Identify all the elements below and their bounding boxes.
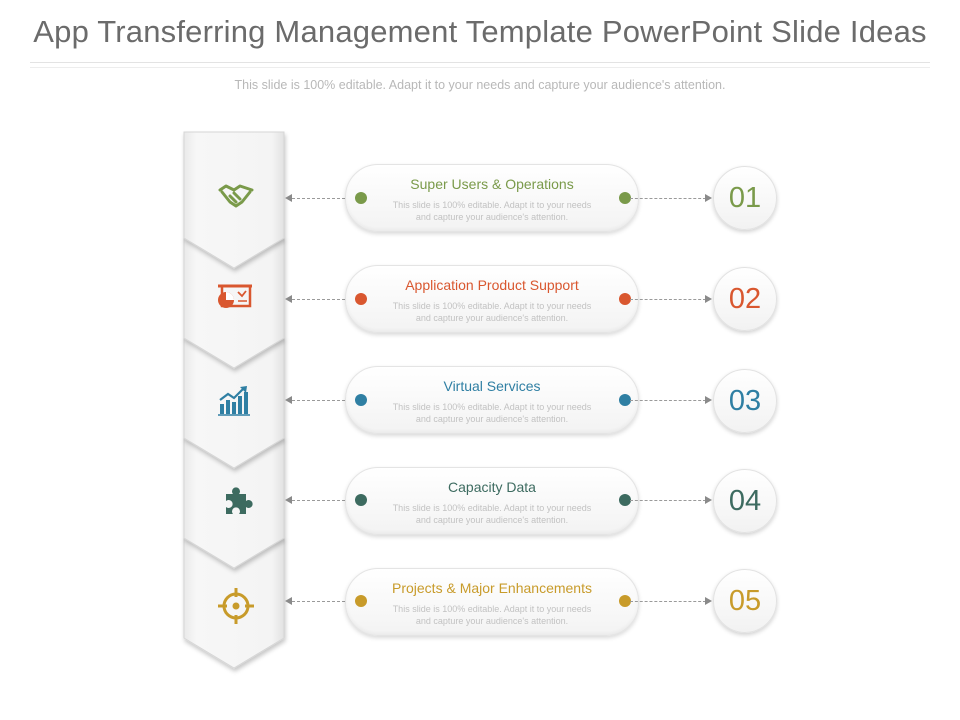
item-pill-2: Application Product Support This slide i…: [345, 265, 639, 333]
item-description-5: This slide is 100% editable. Adapt it to…: [392, 604, 592, 626]
puzzle-piece-icon: [216, 482, 256, 522]
connector-right-1: [630, 198, 706, 199]
connector-right-5: [630, 601, 706, 602]
connector-dot-right-4: [619, 494, 631, 506]
connector-dot-left-3: [355, 394, 367, 406]
arrow-head-left-5: [285, 597, 292, 605]
connector-left-4: [292, 500, 360, 501]
step-number-1: 01: [713, 166, 777, 230]
target-crosshair-icon: [216, 586, 256, 626]
step-number-4: 04: [713, 469, 777, 533]
connector-dot-right-5: [619, 595, 631, 607]
connector-dot-left-1: [355, 192, 367, 204]
slide-subtitle: This slide is 100% editable. Adapt it to…: [234, 78, 726, 92]
item-description-1: This slide is 100% editable. Adapt it to…: [392, 200, 592, 222]
arrow-head-right-2: [705, 295, 712, 303]
connector-right-4: [630, 500, 706, 501]
item-title-5: Projects & Major Enhancements: [392, 580, 592, 596]
arrow-head-left-3: [285, 396, 292, 404]
growth-chart-icon: [214, 380, 254, 420]
connector-dot-left-2: [355, 293, 367, 305]
connector-dot-right-1: [619, 192, 631, 204]
handshake-icon: [216, 176, 256, 216]
item-title-4: Capacity Data: [448, 479, 536, 495]
item-pill-1: Super Users & Operations This slide is 1…: [345, 164, 639, 232]
connector-left-1: [292, 198, 360, 199]
item-title-3: Virtual Services: [443, 378, 541, 394]
connector-left-5: [292, 601, 360, 602]
connector-left-3: [292, 400, 360, 401]
presentation-board-icon: [214, 278, 254, 318]
connector-dot-right-2: [619, 293, 631, 305]
item-pill-3: Virtual Services This slide is 100% edit…: [345, 366, 639, 434]
arrow-head-right-1: [705, 194, 712, 202]
item-description-3: This slide is 100% editable. Adapt it to…: [392, 402, 592, 424]
item-title-2: Application Product Support: [405, 277, 579, 293]
connector-left-2: [292, 299, 360, 300]
arrow-head-left-4: [285, 496, 292, 504]
item-description-4: This slide is 100% editable. Adapt it to…: [392, 503, 592, 525]
item-pill-4: Capacity Data This slide is 100% editabl…: [345, 467, 639, 535]
title-divider: [30, 62, 930, 68]
arrow-head-left-1: [285, 194, 292, 202]
connector-dot-left-4: [355, 494, 367, 506]
arrow-head-right-3: [705, 396, 712, 404]
item-pill-5: Projects & Major Enhancements This slide…: [345, 568, 639, 636]
step-number-3: 03: [713, 369, 777, 433]
connector-dot-left-5: [355, 595, 367, 607]
slide-title: App Transferring Management Template Pow…: [33, 14, 927, 49]
connector-right-3: [630, 400, 706, 401]
item-description-2: This slide is 100% editable. Adapt it to…: [392, 301, 592, 323]
step-number-5: 05: [713, 569, 777, 633]
arrow-head-left-2: [285, 295, 292, 303]
connector-right-2: [630, 299, 706, 300]
connector-dot-right-3: [619, 394, 631, 406]
step-number-2: 02: [713, 267, 777, 331]
arrow-head-right-4: [705, 496, 712, 504]
item-title-1: Super Users & Operations: [410, 176, 574, 192]
arrow-head-right-5: [705, 597, 712, 605]
